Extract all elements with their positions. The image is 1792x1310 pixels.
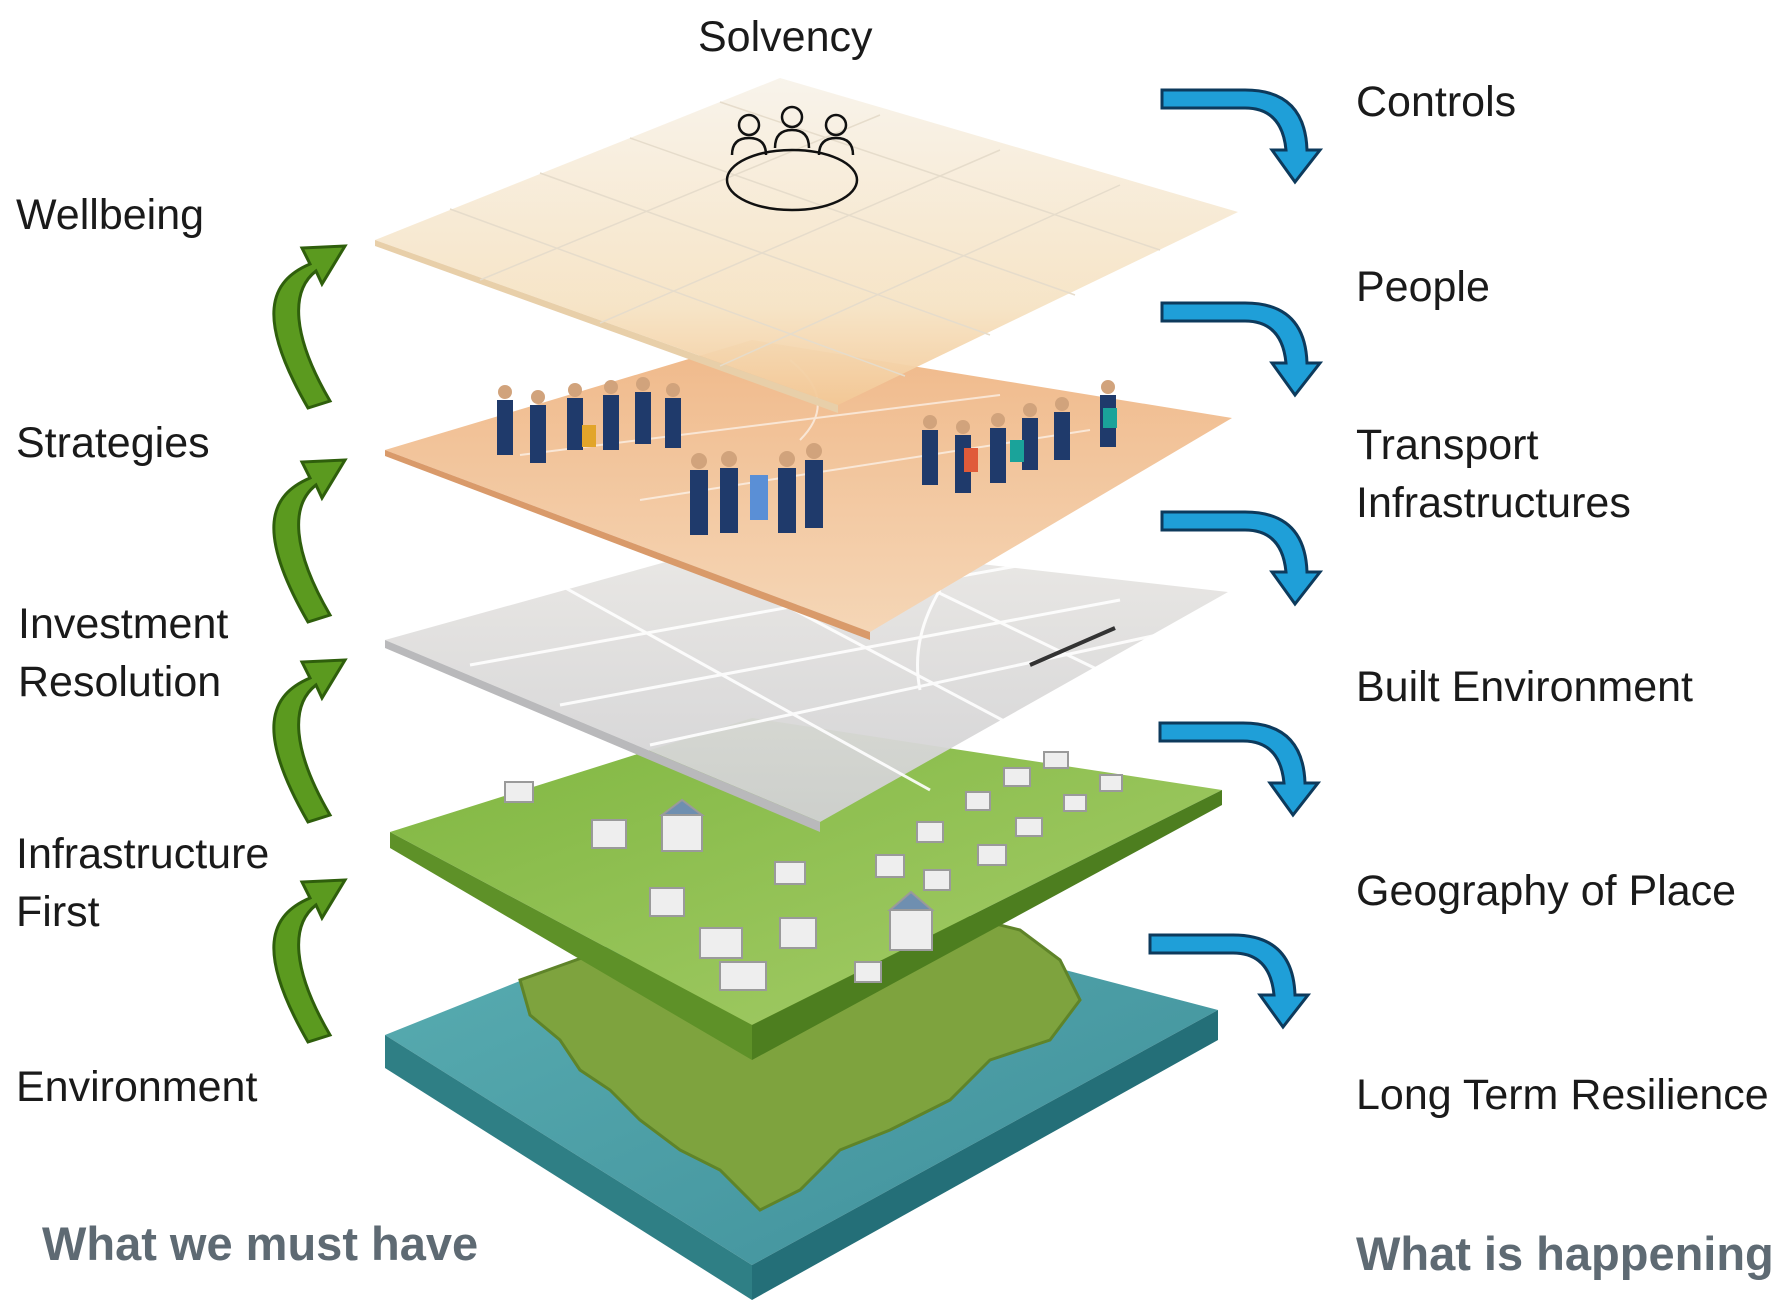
label-investment-line1: Investment xyxy=(18,600,229,648)
label-infrastructure-first: Infrastructure First xyxy=(16,825,269,941)
down-arrow-5 xyxy=(1148,933,1312,1030)
built-environment-layer xyxy=(390,718,1222,1060)
footer-what-we-must-have: What we must have xyxy=(42,1217,479,1270)
houses-icon xyxy=(504,751,1123,991)
label-geography-of-place: Geography of Place xyxy=(1356,867,1737,915)
label-investment-resolution: Investment Resolution xyxy=(18,595,228,711)
label-wellbeing: Wellbeing xyxy=(16,191,205,239)
diagram-title: Solvency xyxy=(698,13,873,61)
up-arrow-2 xyxy=(272,658,348,824)
label-investment-line2: Resolution xyxy=(18,658,222,706)
up-arrow-3 xyxy=(272,458,348,624)
down-arrows xyxy=(1148,88,1324,1030)
up-arrows xyxy=(272,244,348,1044)
down-arrow-2 xyxy=(1160,301,1324,398)
people-layer xyxy=(385,340,1232,640)
label-environment: Environment xyxy=(16,1063,258,1111)
down-arrow-1 xyxy=(1160,88,1324,185)
meeting-table-icon xyxy=(725,105,859,212)
down-arrow-4 xyxy=(1158,721,1322,818)
governance-layer xyxy=(375,78,1238,413)
label-infrastructure-line2: First xyxy=(16,888,100,936)
label-people: People xyxy=(1356,263,1490,311)
crowd-icon xyxy=(497,377,1117,535)
label-strategies: Strategies xyxy=(16,419,210,467)
label-transport-infrastructures: Transport Infrastructures xyxy=(1356,416,1631,532)
label-infrastructure-line1: Infrastructure xyxy=(16,830,270,878)
up-arrow-1 xyxy=(272,878,348,1044)
label-long-term-resilience: Long Term Resilience xyxy=(1356,1071,1769,1119)
label-built-environment: Built Environment xyxy=(1356,663,1693,711)
label-transport-line1: Transport xyxy=(1356,421,1539,469)
up-arrow-4 xyxy=(272,244,348,410)
label-controls: Controls xyxy=(1356,78,1517,126)
down-arrow-3 xyxy=(1160,510,1324,607)
footer-what-is-happening: What is happening xyxy=(1356,1227,1774,1280)
label-transport-line2: Infrastructures xyxy=(1356,479,1631,527)
